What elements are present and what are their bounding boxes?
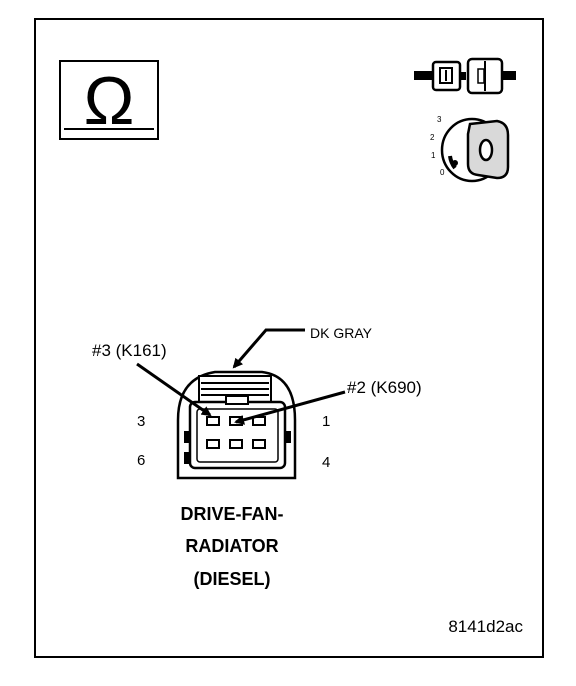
connector-color-label: DK GRAY xyxy=(310,325,373,341)
callout-pin2: #2 (K690) xyxy=(234,378,422,425)
ignition-pos-1: 1 xyxy=(431,151,436,160)
title-line-1: DRIVE-FAN- xyxy=(181,504,284,524)
ignition-pos-0: 0 xyxy=(440,168,445,177)
cavity-3 xyxy=(206,416,220,426)
ignition-pos-3: 3 xyxy=(437,115,442,124)
pin-number-4: 4 xyxy=(322,454,330,471)
figure-id: 8141d2ac xyxy=(448,617,523,636)
ohmmeter-icon: Ω xyxy=(59,60,159,140)
title-line-3: (DIESEL) xyxy=(193,569,270,589)
callout-pin3: #3 (K161) xyxy=(92,341,212,417)
disconnected-connector-icon xyxy=(414,57,516,95)
ignition-pos-2: 2 xyxy=(430,133,435,142)
pin2-callout-label: #2 (K690) xyxy=(347,378,422,397)
pin-number-3: 3 xyxy=(137,413,145,430)
cavity-4 xyxy=(252,439,266,449)
pin-number-6: 6 xyxy=(137,452,145,469)
pin3-callout-label: #3 (K161) xyxy=(92,341,167,360)
pin-number-1: 1 xyxy=(322,413,330,430)
ignition-key-icon: 3 2 1 0 xyxy=(430,115,510,183)
diagram-frame xyxy=(34,18,544,658)
ohm-symbol: Ω xyxy=(84,63,135,139)
title-line-2: RADIATOR xyxy=(185,536,278,556)
cavity-6 xyxy=(206,439,220,449)
color-leader: DK GRAY xyxy=(232,325,373,369)
cavity-5 xyxy=(229,439,243,449)
